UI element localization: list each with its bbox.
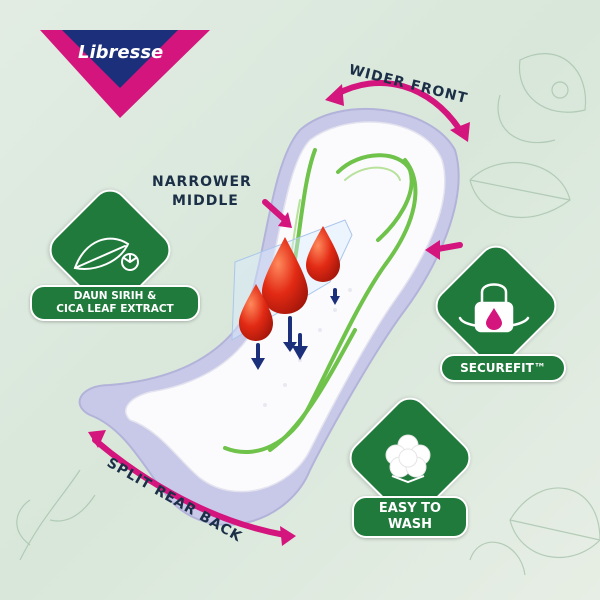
easy-wash-label: EASY TO WASH <box>352 496 468 538</box>
narrower-middle-arrow <box>262 199 288 223</box>
wider-front-arrow <box>332 79 463 133</box>
split-rear-arrow <box>92 437 288 538</box>
brand-name: Libresse <box>78 42 164 63</box>
daun-sirih-line-2: CICA LEAF EXTRACT <box>56 303 174 315</box>
blood-drop-icon <box>306 226 340 282</box>
middle-label: MIDDLE <box>172 193 239 209</box>
botanical-decoration <box>16 53 600 576</box>
blood-drop-icon <box>262 237 308 314</box>
securefit-label: SECUREFIT™ <box>440 354 566 382</box>
blood-drop-icon <box>239 284 273 341</box>
daun-sirih-label: DAUN SIRIH & CICA LEAF EXTRACT <box>30 285 200 321</box>
daun-sirih-line-1: DAUN SIRIH & <box>73 290 157 302</box>
easy-wash-line-1: EASY TO <box>378 501 442 516</box>
narrower-label: NARROWER <box>152 174 252 190</box>
easy-wash-line-2: WASH <box>387 517 433 532</box>
